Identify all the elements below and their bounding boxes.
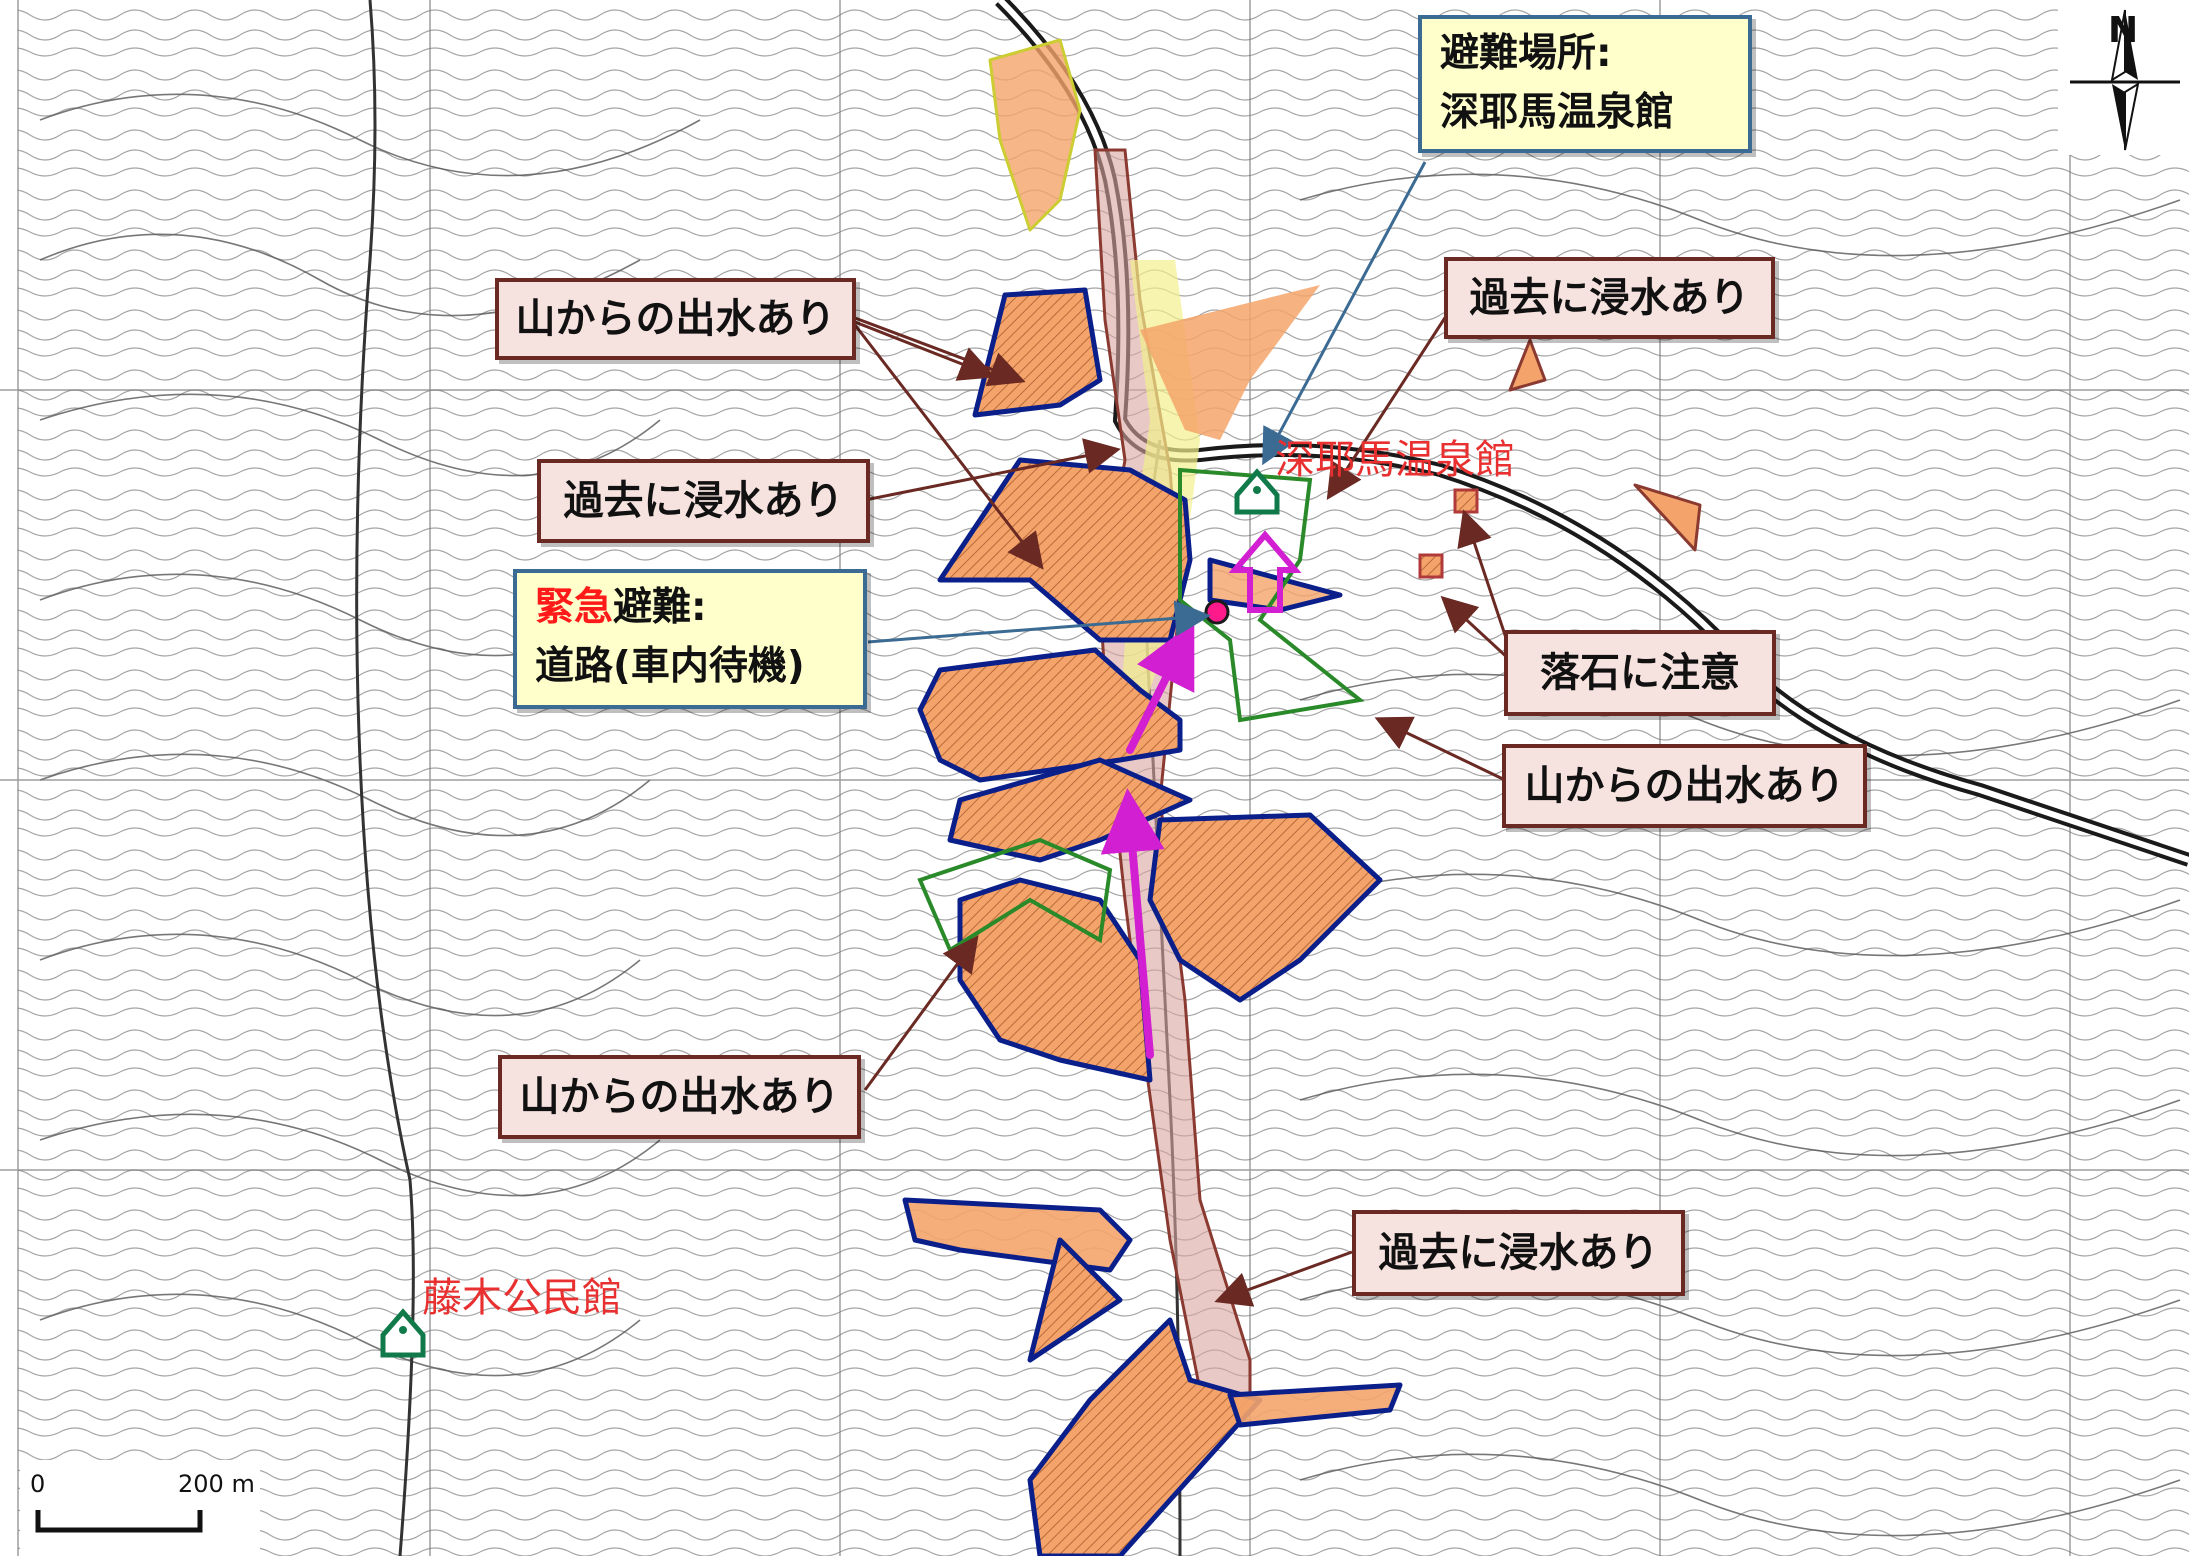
callout-mountain-water-2: 山からの出水あり bbox=[1502, 744, 1867, 828]
hazard-area bbox=[1140, 285, 1320, 440]
emergency-evacuation-label: 緊急避難: bbox=[535, 579, 845, 638]
evacuation-site-label: 避難場所: bbox=[1440, 31, 1612, 76]
hazard-area bbox=[1147, 812, 1383, 1003]
shelter-name-main: 深耶馬温泉館 bbox=[1275, 437, 1515, 483]
leader-lines bbox=[853, 309, 1512, 1307]
callout-mountain-water-3: 山からの出水あり bbox=[498, 1055, 861, 1139]
hazard-area bbox=[1027, 1237, 1123, 1363]
hazard-area bbox=[1508, 338, 1547, 392]
callout-past-flood-2: 過去に浸水あり bbox=[537, 459, 870, 543]
leader-line-evacuation bbox=[1262, 161, 1427, 466]
emergency-prefix: 緊急 bbox=[535, 585, 614, 630]
north-arrow: N bbox=[2058, 0, 2189, 155]
hazard-areas bbox=[902, 38, 1702, 1556]
emergency-point bbox=[1204, 599, 1230, 625]
route-hollow-arrow bbox=[1228, 530, 1302, 613]
callout-past-flood-1: 過去に浸水あり bbox=[1444, 257, 1775, 339]
evacuation-site-name: 深耶馬温泉館 bbox=[1440, 89, 1675, 135]
emergency-evacuation-detail: 道路(車内待機) bbox=[535, 643, 805, 689]
rockfall-marker bbox=[1418, 553, 1444, 579]
hazard-area bbox=[1027, 1317, 1263, 1556]
scale-label-zero: 0 bbox=[30, 1470, 46, 1498]
north-label: N bbox=[2108, 10, 2138, 51]
leader-line-emergency bbox=[867, 600, 1211, 644]
shelter-icon-secondary bbox=[380, 1308, 426, 1358]
callout-rockfall: 落石に注意 bbox=[1504, 630, 1776, 716]
scale-label-end: 200 m bbox=[178, 1470, 255, 1498]
evacuation-site-box: 避難場所: 深耶馬温泉館 bbox=[1418, 15, 1752, 153]
hazard-area bbox=[917, 647, 1183, 783]
callout-mountain-water-1: 山からの出水あり bbox=[495, 278, 856, 360]
callout-past-flood-3: 過去に浸水あり bbox=[1352, 1210, 1685, 1296]
route-arrow bbox=[1126, 621, 1195, 754]
shelter-name-secondary: 藤木公民館 bbox=[422, 1275, 622, 1321]
hazard-area bbox=[1633, 483, 1702, 552]
evacuation-route bbox=[1100, 621, 1195, 1059]
emergency-evacuation-box: 緊急避難: 道路(車内待機) bbox=[513, 569, 867, 709]
shelter-icon-main bbox=[1234, 468, 1280, 515]
hazard-area bbox=[1227, 1382, 1403, 1428]
hazard-area bbox=[947, 757, 1193, 863]
emergency-suffix: 避難: bbox=[613, 585, 707, 630]
hazard-area bbox=[988, 38, 1082, 232]
scale-bar bbox=[20, 1460, 260, 1556]
route-arrow bbox=[1100, 788, 1165, 1059]
rockfall-marker bbox=[1453, 488, 1479, 514]
